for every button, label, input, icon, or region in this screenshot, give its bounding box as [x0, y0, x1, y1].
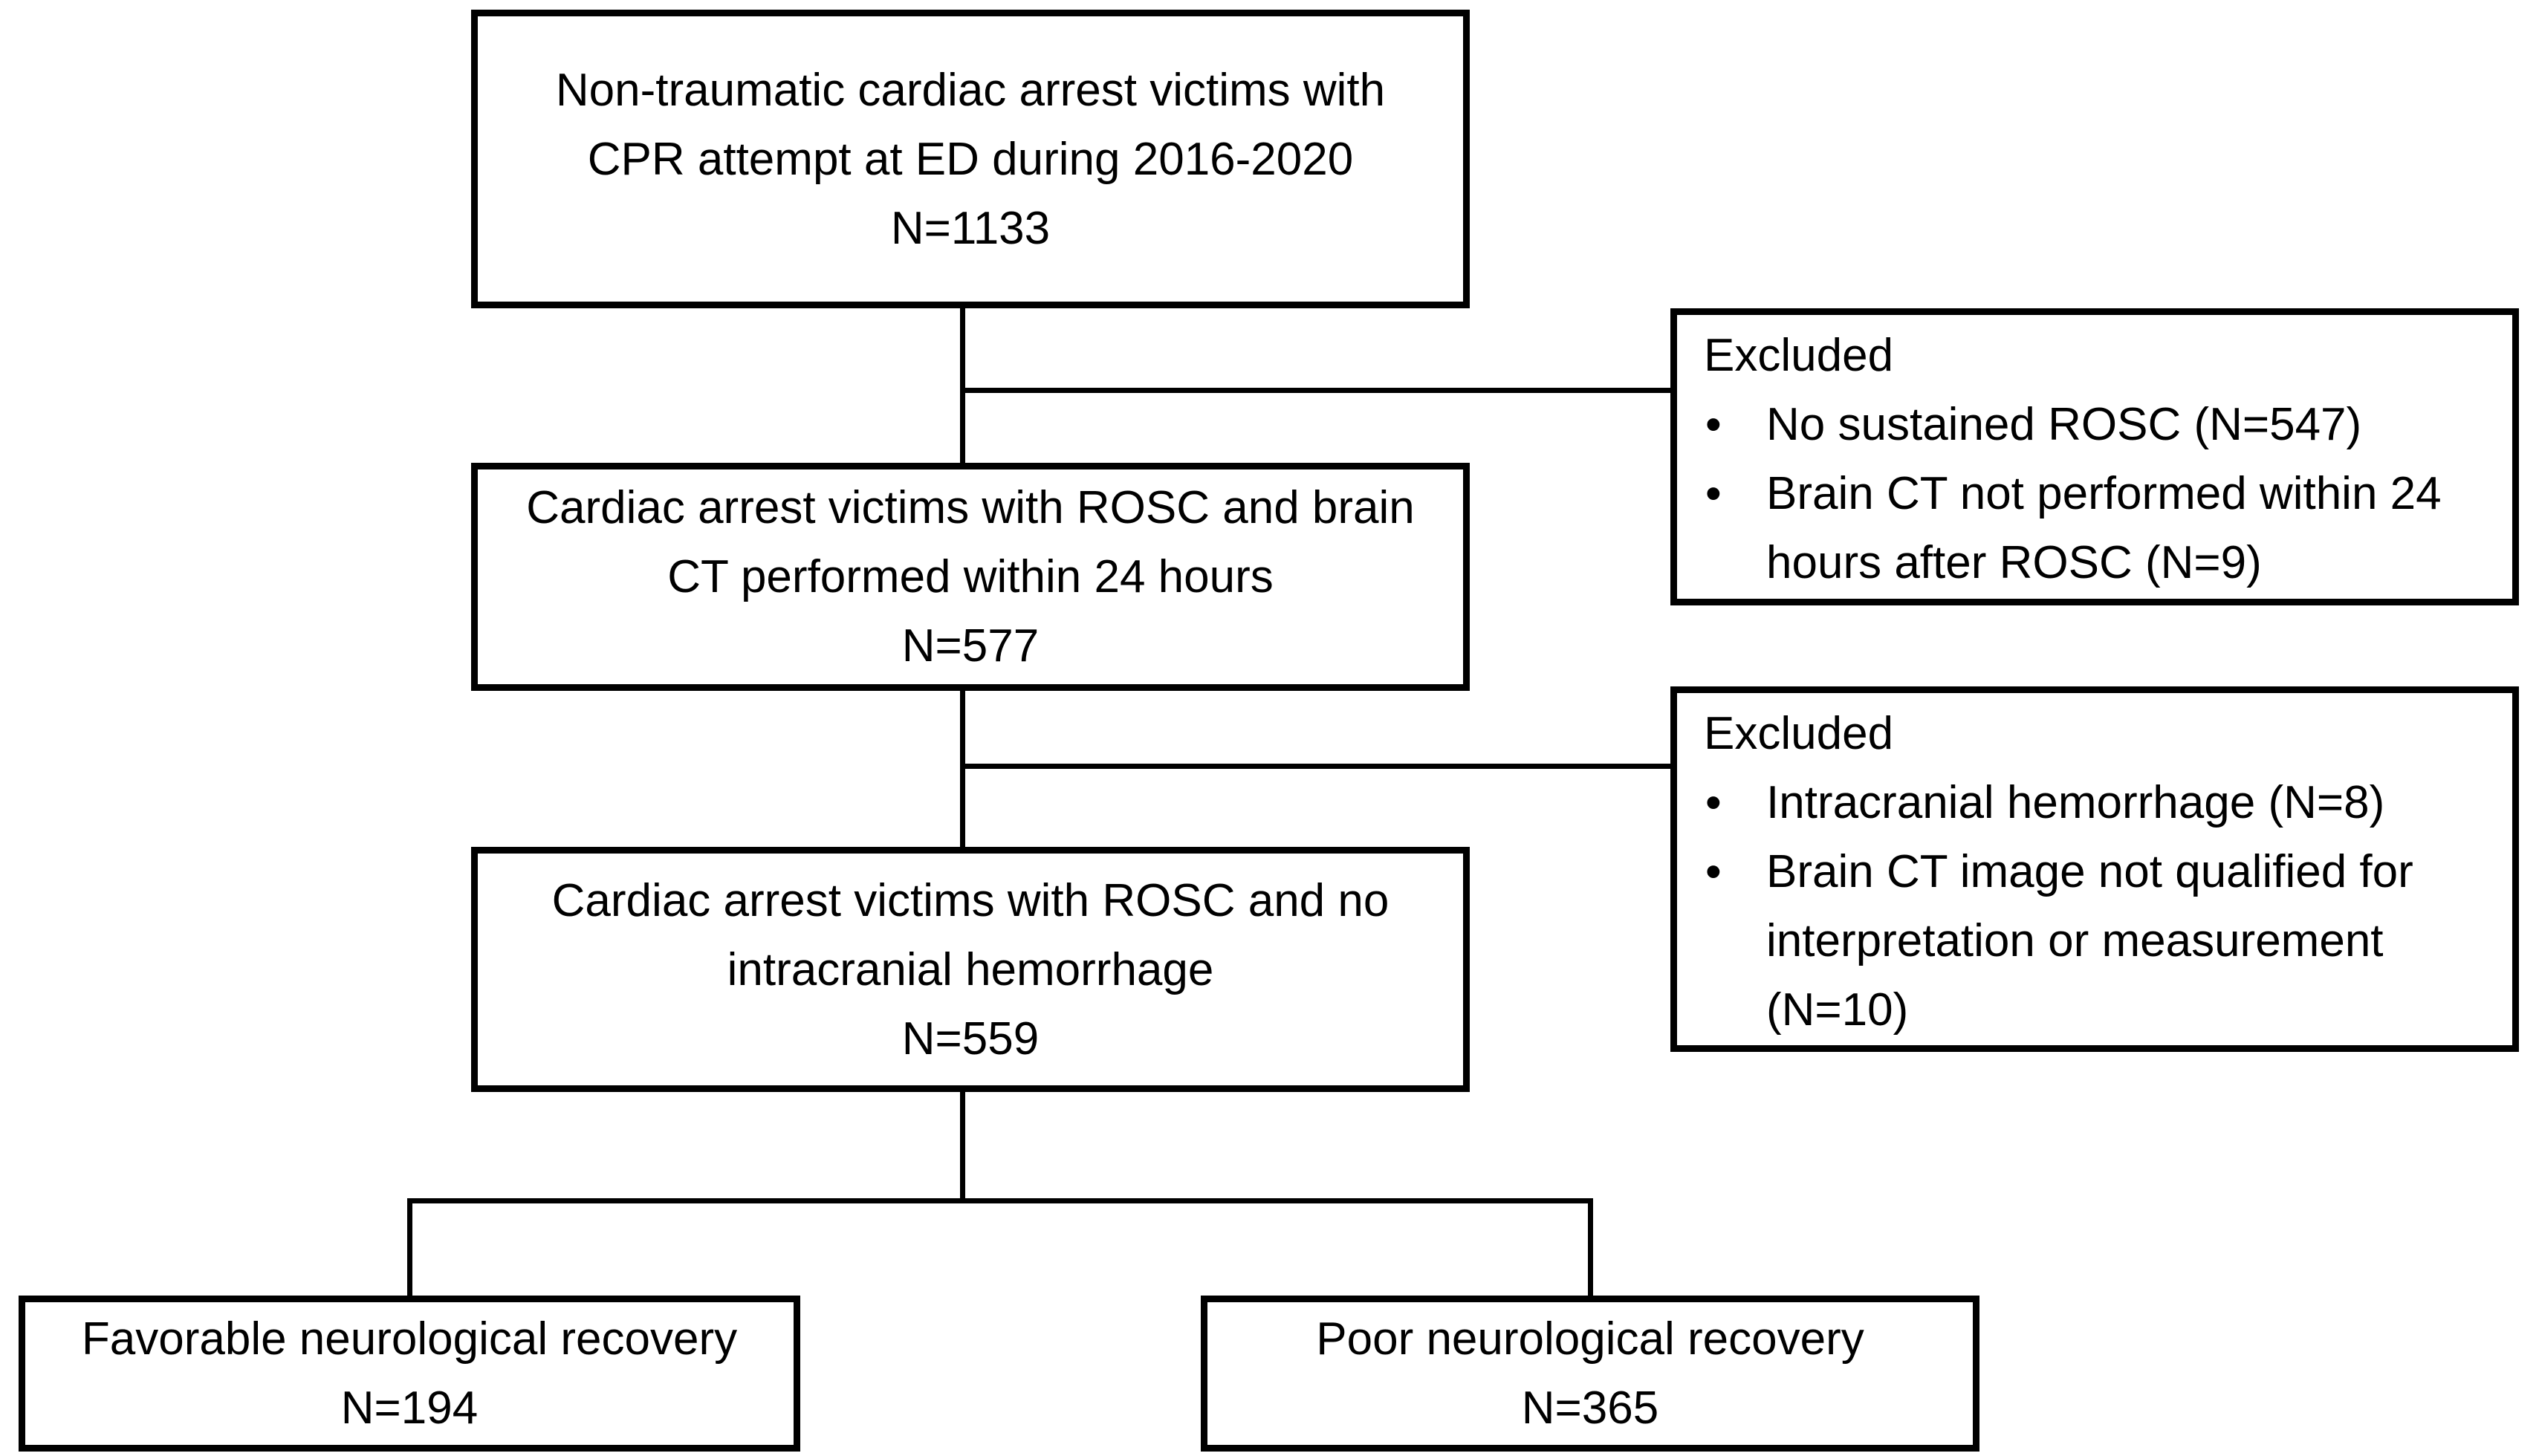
- rosc-ct-box: Cardiac arrest victims with ROSC and bra…: [471, 463, 1470, 691]
- bullet-icon: •: [1705, 846, 1722, 897]
- excluded1-item-1-text: No sustained ROSC (N=547): [1766, 399, 2362, 450]
- enrollment-box-label: Non-traumatic cardiac arrest victims wit…: [555, 64, 1386, 185]
- excluded2-item-2: • Brain CT image not qualified for inter…: [1695, 837, 2494, 1044]
- excluded2-item-1: • Intracranial hemorrhage (N=8): [1695, 768, 2494, 837]
- enrollment-box-count: N=1133: [890, 202, 1051, 254]
- connector-v4-favorable: [407, 1198, 412, 1297]
- excluded2-title: Excluded: [1704, 708, 1894, 759]
- rosc-ct-box-count: N=577: [901, 620, 1040, 672]
- favorable-outcome-box: Favorable neurological recovery N=194: [19, 1296, 800, 1452]
- poor-outcome-box: Poor neurological recovery N=365: [1201, 1296, 1979, 1452]
- connector-v5-poor: [1588, 1198, 1593, 1297]
- bullet-icon: •: [1705, 468, 1722, 519]
- connector-h3-split: [407, 1198, 1593, 1203]
- connector-v1: [960, 308, 965, 466]
- excluded2-item-2-text: Brain CT image not qualified for interpr…: [1766, 846, 2413, 1036]
- enrollment-box: Non-traumatic cardiac arrest victims wit…: [471, 10, 1470, 308]
- bullet-icon: •: [1705, 399, 1722, 450]
- bullet-icon: •: [1705, 777, 1722, 828]
- connector-v3: [960, 1092, 965, 1203]
- connector-h1-excluded1: [960, 388, 1670, 393]
- excluded1-item-2-text: Brain CT not performed within 24 hours a…: [1766, 468, 2442, 588]
- rosc-ct-box-label: Cardiac arrest victims with ROSC and bra…: [526, 482, 1415, 602]
- excluded1-title: Excluded: [1704, 330, 1894, 381]
- no-ich-box-count: N=559: [901, 1013, 1040, 1065]
- excluded-box-1: Excluded • No sustained ROSC (N=547) • B…: [1670, 308, 2519, 605]
- favorable-outcome-count: N=194: [340, 1382, 479, 1434]
- poor-outcome-count: N=365: [1521, 1382, 1659, 1434]
- excluded1-item-2: • Brain CT not performed within 24 hours…: [1695, 459, 2494, 597]
- connector-h2-excluded2: [960, 764, 1670, 769]
- no-ich-box-label: Cardiac arrest victims with ROSC and no …: [551, 874, 1390, 995]
- favorable-outcome-label: Favorable neurological recovery: [81, 1313, 738, 1365]
- no-ich-box: Cardiac arrest victims with ROSC and no …: [471, 847, 1470, 1092]
- connector-v2: [960, 691, 965, 848]
- excluded-box-2: Excluded • Intracranial hemorrhage (N=8)…: [1670, 686, 2519, 1052]
- poor-outcome-label: Poor neurological recovery: [1316, 1313, 1864, 1365]
- excluded1-item-1: • No sustained ROSC (N=547): [1695, 390, 2494, 459]
- excluded2-item-1-text: Intracranial hemorrhage (N=8): [1766, 777, 2385, 828]
